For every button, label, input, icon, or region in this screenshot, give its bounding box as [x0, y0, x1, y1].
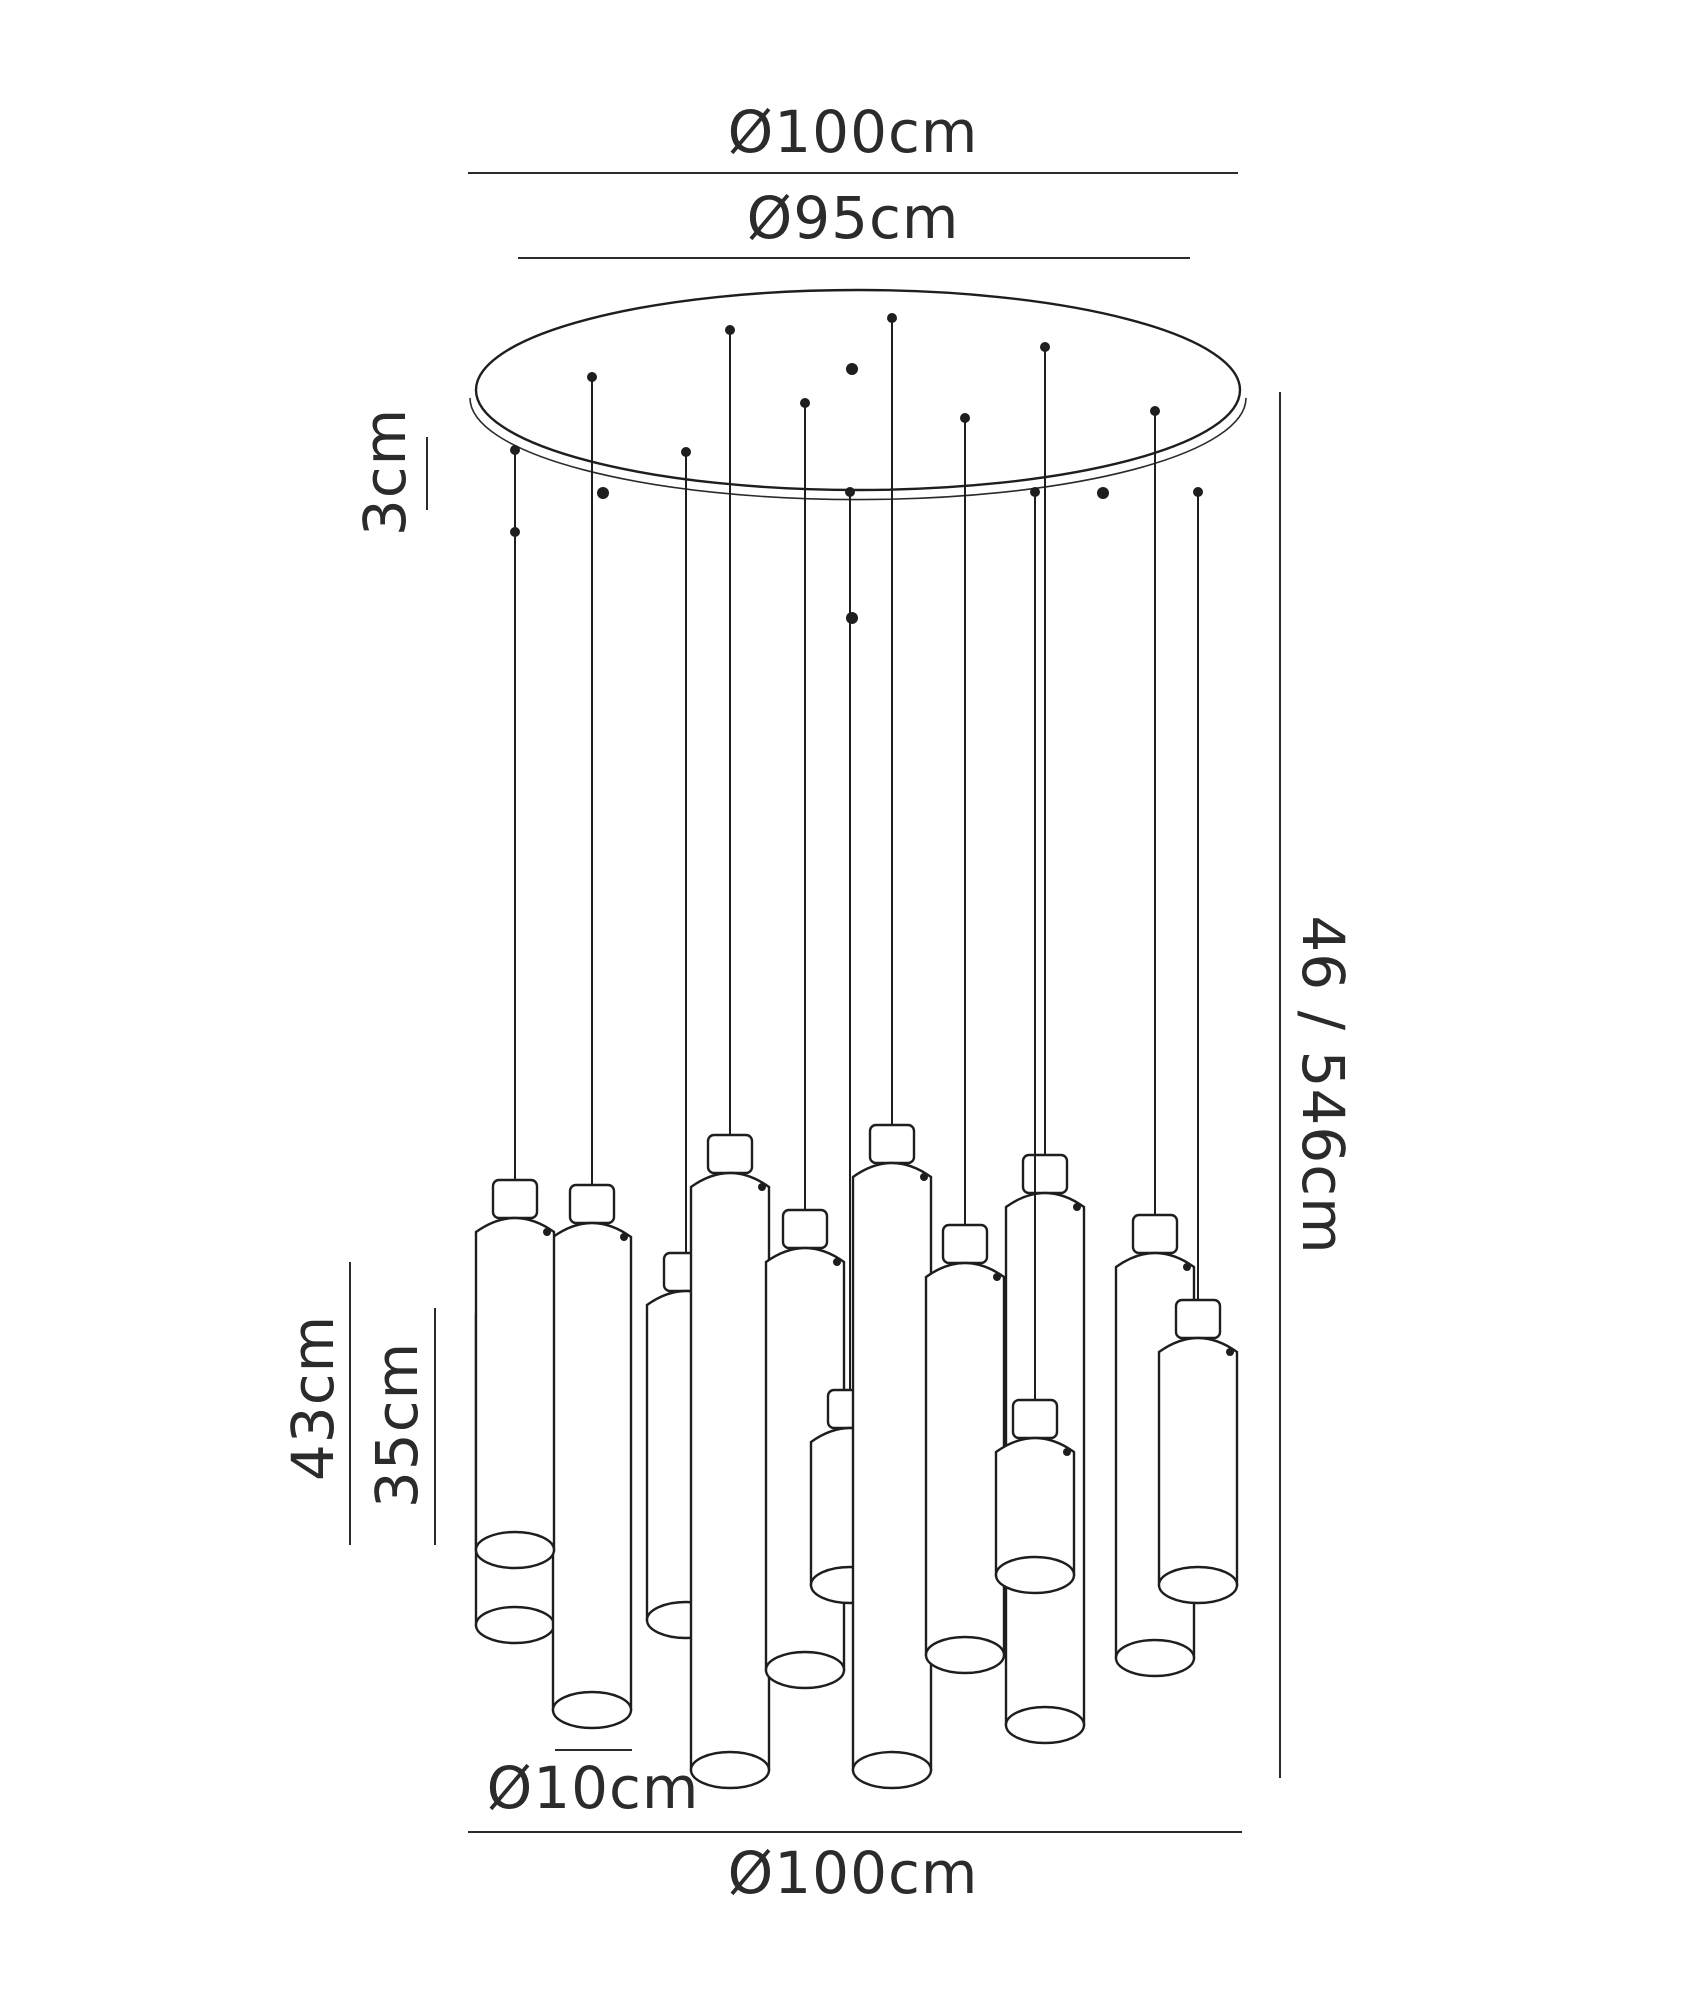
shade-opening [474, 1530, 556, 1570]
shade-opening [851, 1750, 933, 1790]
shade-screw [1183, 1263, 1191, 1271]
pendant-light [924, 413, 1006, 1675]
shade-opening [1004, 1705, 1086, 1745]
pendant-cap [868, 1123, 916, 1165]
shade-screw [543, 1228, 551, 1236]
shade-opening [764, 1650, 846, 1690]
canopy-fixing-point [1097, 487, 1109, 499]
shade-opening [1157, 1565, 1239, 1605]
pendant-light [1157, 487, 1239, 1605]
canopy-diameter-label: Ø95cm [747, 184, 960, 252]
pendant-cap [491, 1178, 539, 1220]
cylinder-shade [551, 1221, 633, 1712]
canopy-fixing-point [846, 612, 858, 624]
cylinder-shade [851, 1161, 933, 1772]
shade-screw [620, 1233, 628, 1241]
pendant-height-label: 43cm [279, 1315, 347, 1481]
shade-opening [689, 1750, 771, 1790]
pendant-light [994, 487, 1076, 1595]
cylinder-shade [689, 1171, 771, 1772]
pendant-cap [1131, 1213, 1179, 1255]
canopy-fixing-point [846, 363, 858, 375]
shade-opening [994, 1555, 1076, 1595]
cylinder-shade [474, 1216, 556, 1552]
pendant-light [474, 527, 556, 1570]
pendant-cap [568, 1183, 616, 1225]
pendant-group [474, 313, 1239, 1790]
cylinder-shade [924, 1261, 1006, 1657]
shade-screw [993, 1273, 1001, 1281]
shade-diameter-label: Ø10cm [487, 1754, 700, 1822]
pendant-cap [1011, 1398, 1059, 1440]
canopy-fixing-point [597, 487, 609, 499]
pendant-light [851, 313, 933, 1790]
bottom-outer-diameter-label: Ø100cm [728, 1839, 979, 1907]
shade-opening [1114, 1638, 1196, 1678]
pendant-cap [781, 1208, 829, 1250]
cylinder-shade [994, 1436, 1076, 1577]
shade-screw [920, 1173, 928, 1181]
canopy-thickness-label: 3cm [351, 408, 419, 536]
pendant-cap [1021, 1153, 1069, 1195]
canopy [469, 288, 1247, 624]
shade-screw [833, 1258, 841, 1266]
drop-height-label: 46 / 546cm [1289, 915, 1357, 1254]
cylinder-shade [1157, 1336, 1239, 1587]
top-outer-diameter-label: Ø100cm [728, 98, 979, 166]
shade-screw [1073, 1203, 1081, 1211]
shade-opening [551, 1690, 633, 1730]
pendant-cap [941, 1223, 989, 1265]
shade-height-label: 35cm [363, 1342, 431, 1508]
shade-screw [1226, 1348, 1234, 1356]
pendant-light [551, 372, 633, 1730]
canopy-top [474, 288, 1242, 492]
shade-screw [1063, 1448, 1071, 1456]
pendant-cap [706, 1133, 754, 1175]
shade-screw [758, 1183, 766, 1191]
pendant-cap [1174, 1298, 1222, 1340]
shade-opening [474, 1605, 556, 1645]
pendant-light [689, 325, 771, 1790]
shade-opening [924, 1635, 1006, 1675]
